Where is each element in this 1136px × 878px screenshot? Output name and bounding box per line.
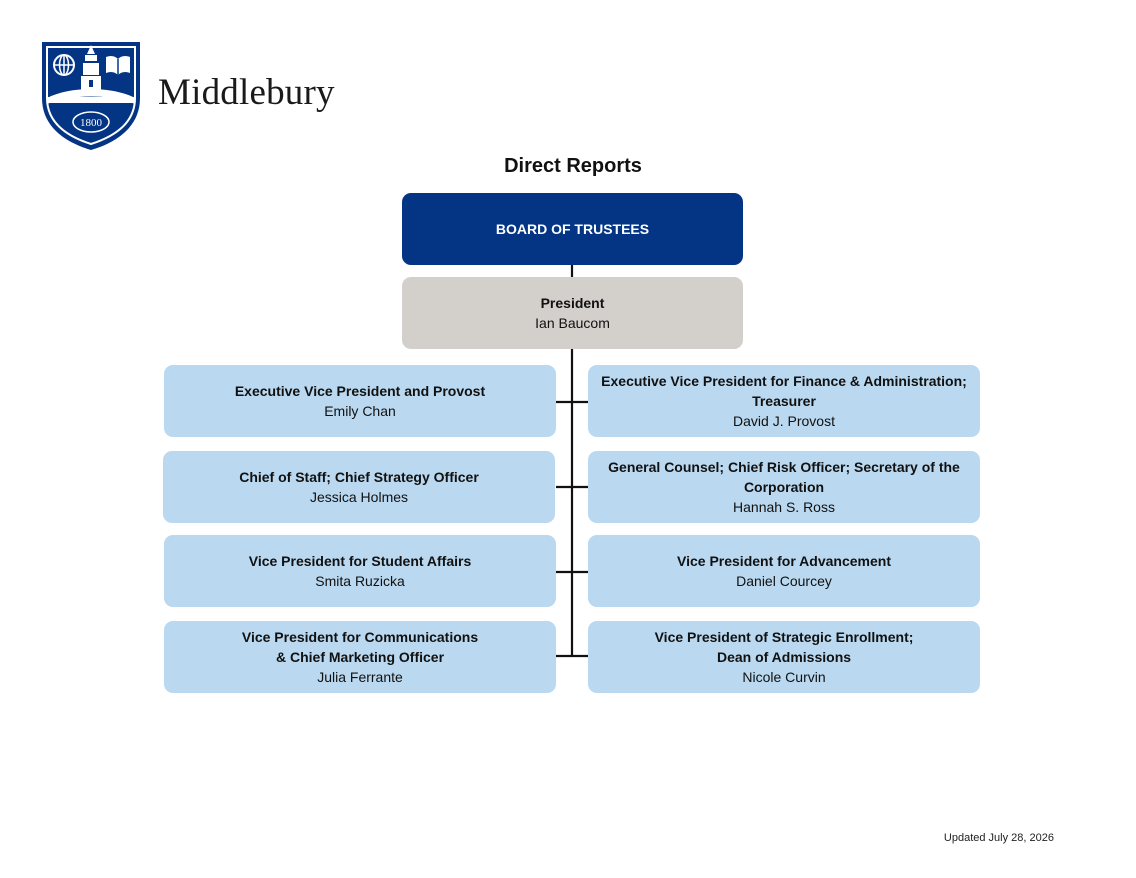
report-box-left: Chief of Staff; Chief Strategy Officer J…	[163, 451, 555, 523]
report-title: Chief of Staff; Chief Strategy Officer	[239, 469, 479, 485]
board-of-trustees-box: BOARD OF TRUSTEES	[402, 193, 743, 265]
report-title: General Counsel; Chief Risk Officer; Sec…	[608, 459, 960, 495]
report-title: Vice President for Student Affairs	[248, 553, 472, 569]
middlebury-seal-logo: 1800	[42, 42, 140, 150]
report-name: Hannah S. Ross	[733, 499, 835, 515]
report-title: Executive Vice President and Provost	[234, 383, 486, 399]
report-title: Vice President of Strategic Enrollment; …	[654, 629, 914, 665]
report-box-left: Vice President for Student Affairs Smita…	[164, 535, 556, 607]
chart-title: Direct Reports	[504, 155, 642, 177]
report-name: Smita Ruzicka	[315, 573, 405, 589]
report-box-right: Executive Vice President for Finance & A…	[588, 365, 980, 437]
president-box: President Ian Baucom	[402, 277, 743, 349]
report-name: Nicole Curvin	[742, 669, 826, 685]
report-name: Emily Chan	[324, 403, 396, 419]
board-title: BOARD OF TRUSTEES	[495, 221, 650, 237]
report-box-right: General Counsel; Chief Risk Officer; Sec…	[588, 451, 980, 523]
report-title: Executive Vice President for Finance & A…	[601, 373, 967, 409]
middlebury-wordmark: Middlebury	[158, 72, 335, 113]
report-box-right: Vice President for Advancement Daniel Co…	[588, 535, 980, 607]
updated-date: Updated July 28, 2026	[943, 832, 1054, 844]
report-name: Jessica Holmes	[309, 489, 409, 505]
report-box-left: Vice President for Communications & Chie…	[164, 621, 556, 693]
report-box-right: Vice President of Strategic Enrollment; …	[588, 621, 980, 693]
report-name: David J. Provost	[733, 413, 835, 429]
seal-year: 1800	[80, 117, 103, 129]
report-title: Vice President for Communications & Chie…	[241, 629, 479, 665]
report-title: Vice President for Advancement	[677, 553, 891, 569]
report-box-left: Executive Vice President and Provost Emi…	[164, 365, 556, 437]
president-name: Ian Baucom	[535, 315, 610, 331]
report-name: Julia Ferrante	[317, 669, 403, 685]
report-name: Daniel Courcey	[736, 573, 832, 589]
president-title: President	[540, 295, 605, 311]
